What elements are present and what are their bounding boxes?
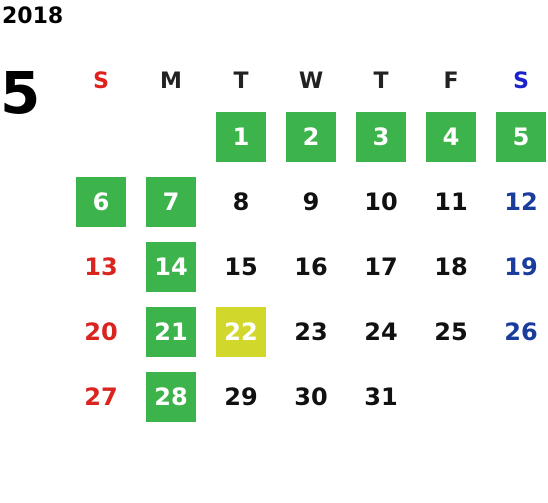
day-3-holiday[interactable]: 3 — [356, 111, 406, 162]
day-cell[interactable]: 23 — [276, 297, 346, 362]
weekday-header-sat: S — [513, 68, 529, 94]
day-cell[interactable]: 14 — [136, 232, 206, 297]
year-label: 2018 — [2, 4, 64, 29]
day-10[interactable]: 10 — [364, 187, 398, 216]
day-cell[interactable]: 1 — [206, 102, 276, 167]
day-8[interactable]: 8 — [232, 187, 250, 216]
day-15[interactable]: 15 — [224, 252, 258, 281]
day-19[interactable]: 19 — [504, 252, 538, 281]
day-26[interactable]: 26 — [504, 317, 538, 346]
day-cell[interactable]: 27 — [66, 362, 136, 427]
day-24[interactable]: 24 — [364, 317, 398, 346]
day-cell[interactable]: 22 — [206, 297, 276, 362]
day-cell[interactable]: 8 — [206, 167, 276, 232]
day-cell[interactable]: 31 — [346, 362, 416, 427]
calendar-grid: S M T W T F S 1 2 3 4 5 6 7 8 9 10 11 12… — [66, 60, 548, 427]
weekday-header-mon: M — [160, 68, 182, 94]
day-6-holiday[interactable]: 6 — [76, 176, 126, 227]
day-cell[interactable]: 4 — [416, 102, 486, 167]
day-29[interactable]: 29 — [224, 382, 258, 411]
day-22-today[interactable]: 22 — [216, 306, 266, 357]
day-18[interactable]: 18 — [434, 252, 468, 281]
day-cell-empty — [66, 102, 136, 167]
day-empty — [496, 372, 546, 422]
day-14-holiday[interactable]: 14 — [146, 241, 196, 292]
day-cell[interactable]: 7 — [136, 167, 206, 232]
day-cell[interactable]: 28 — [136, 362, 206, 427]
day-9[interactable]: 9 — [302, 187, 320, 216]
day-30[interactable]: 30 — [294, 382, 328, 411]
weekday-header-sun: S — [93, 68, 109, 94]
day-cell[interactable]: 15 — [206, 232, 276, 297]
day-cell[interactable]: 29 — [206, 362, 276, 427]
day-cell[interactable]: 18 — [416, 232, 486, 297]
day-23[interactable]: 23 — [294, 317, 328, 346]
day-21-holiday[interactable]: 21 — [146, 306, 196, 357]
day-11[interactable]: 11 — [434, 187, 468, 216]
weekday-header-fri: F — [443, 68, 459, 94]
day-cell[interactable]: 11 — [416, 167, 486, 232]
day-13[interactable]: 13 — [84, 252, 118, 281]
day-cell[interactable]: 6 — [66, 167, 136, 232]
day-empty — [426, 372, 476, 422]
day-cell[interactable]: 26 — [486, 297, 548, 362]
day-1-holiday[interactable]: 1 — [216, 111, 266, 162]
day-cell[interactable]: 5 — [486, 102, 548, 167]
day-31[interactable]: 31 — [364, 382, 398, 411]
day-5-holiday[interactable]: 5 — [496, 111, 546, 162]
day-cell-empty — [136, 102, 206, 167]
day-cell[interactable]: 10 — [346, 167, 416, 232]
day-cell-empty — [416, 362, 486, 427]
day-16[interactable]: 16 — [294, 252, 328, 281]
day-cell[interactable]: 2 — [276, 102, 346, 167]
month-number: 5 — [0, 59, 41, 127]
day-cell[interactable]: 17 — [346, 232, 416, 297]
day-cell[interactable]: 24 — [346, 297, 416, 362]
day-17[interactable]: 17 — [364, 252, 398, 281]
day-7-holiday[interactable]: 7 — [146, 176, 196, 227]
day-20[interactable]: 20 — [84, 317, 118, 346]
day-cell[interactable]: 21 — [136, 297, 206, 362]
day-cell[interactable]: 9 — [276, 167, 346, 232]
weekday-header-wed: W — [298, 68, 324, 94]
weekday-header-thu: T — [373, 68, 389, 94]
day-2-holiday[interactable]: 2 — [286, 111, 336, 162]
day-cell[interactable]: 30 — [276, 362, 346, 427]
day-empty — [76, 112, 126, 162]
day-25[interactable]: 25 — [434, 317, 468, 346]
day-cell[interactable]: 19 — [486, 232, 548, 297]
day-cell[interactable]: 3 — [346, 102, 416, 167]
day-27[interactable]: 27 — [84, 382, 118, 411]
day-cell[interactable]: 16 — [276, 232, 346, 297]
day-empty — [146, 112, 196, 162]
day-cell[interactable]: 12 — [486, 167, 548, 232]
day-12[interactable]: 12 — [504, 187, 538, 216]
weekday-header-tue: T — [233, 68, 249, 94]
day-28-holiday[interactable]: 28 — [146, 371, 196, 422]
day-cell[interactable]: 25 — [416, 297, 486, 362]
day-4-holiday[interactable]: 4 — [426, 111, 476, 162]
day-cell[interactable]: 13 — [66, 232, 136, 297]
day-cell[interactable]: 20 — [66, 297, 136, 362]
day-cell-empty — [486, 362, 548, 427]
